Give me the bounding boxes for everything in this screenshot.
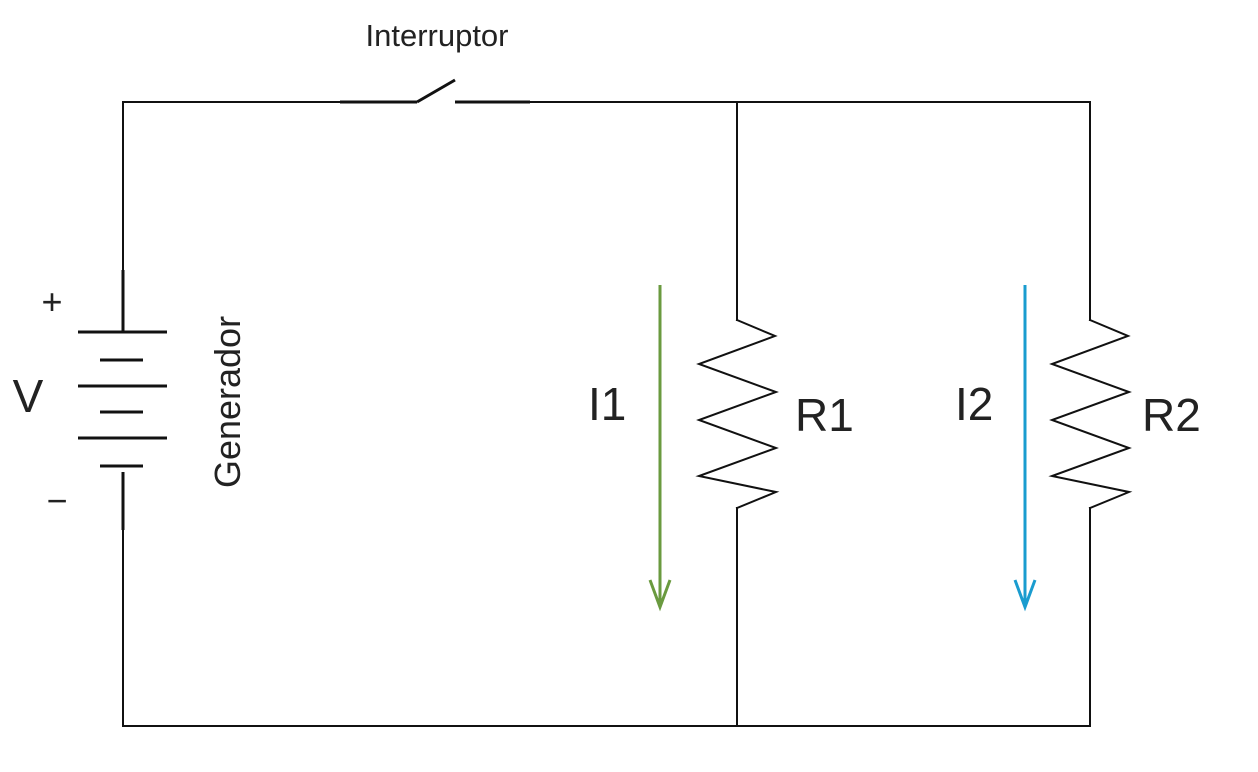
switch-label: Interruptor	[365, 18, 508, 53]
switch-blade	[416, 78, 456, 104]
current-i1-label: I1	[588, 378, 626, 430]
resistor-r2	[1048, 318, 1133, 510]
battery: + − V Generador	[13, 270, 248, 530]
current-i2-label: I2	[955, 378, 993, 430]
switch: Interruptor	[340, 18, 530, 104]
generator-label: Generador	[207, 316, 248, 488]
voltage-label: V	[13, 370, 44, 422]
wire-left-upper	[122, 101, 341, 271]
resistor-r1	[695, 318, 780, 510]
branch-r2: R2 I2	[955, 285, 1201, 612]
circuit-wires	[122, 101, 1091, 727]
branch-r1: R1 I1	[588, 285, 854, 612]
battery-minus-label: −	[46, 480, 67, 521]
battery-plus-label: +	[41, 281, 62, 322]
resistor-r1-label: R1	[795, 389, 854, 441]
current-i2-arrowhead	[1013, 579, 1037, 612]
resistor-r2-label: R2	[1142, 389, 1201, 441]
current-i1-arrowhead	[648, 579, 672, 612]
wire-bottom	[122, 529, 1091, 727]
